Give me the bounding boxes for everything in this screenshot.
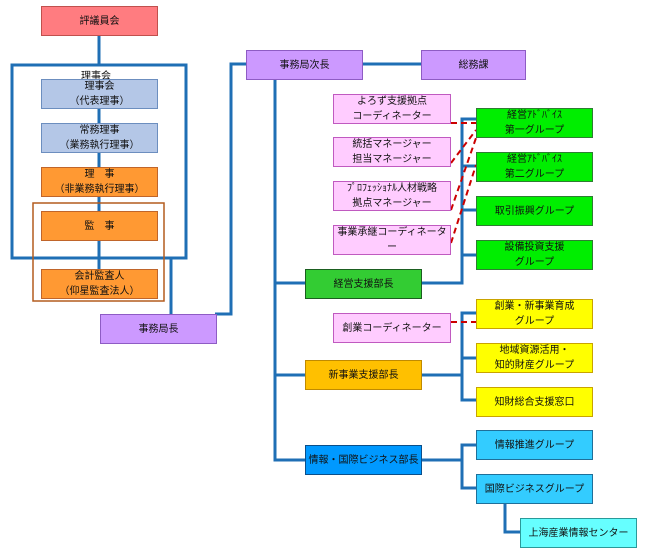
group-box[interactable]: 経営ｱﾄﾞﾊﾞｲｽ 第一グループ [476,108,593,138]
group-box[interactable]: 取引振興グループ [476,196,593,226]
line-deputy-trunk [273,78,305,462]
group-box[interactable]: 情報推進グループ [476,430,593,460]
sub-unit-box[interactable]: 上海産業情報センター [520,518,637,548]
department-box[interactable]: 情報・国際ビジネス部長 [305,445,422,475]
secretary-general-box[interactable]: 事務局長 [100,314,217,344]
line-group-subunit [503,501,520,534]
general-affairs-box[interactable]: 総務課 [421,50,526,80]
board-group-label: 理事会 [81,71,111,82]
auditor-box[interactable]: 監 事 [41,211,158,241]
audit-frame [32,202,165,302]
department-box[interactable]: 新事業支援部長 [305,360,422,390]
group-box[interactable]: 設備投資支援 グループ [476,240,593,270]
coordinator-box[interactable]: 創業コーディネーター [333,313,451,343]
council-box[interactable]: 評議員会 [41,6,158,36]
group-box[interactable]: 経営ｱﾄﾞﾊﾞｲｽ 第二グループ [476,152,593,182]
directors-box[interactable]: 理 事 （非業務執行理事） [41,167,158,197]
coordinator-box[interactable]: よろず支援拠点 コーディネーター [333,94,451,124]
executive-director-box[interactable]: 常務理事 （業務執行理事） [41,123,158,153]
board-chair-box[interactable]: 理事会 （代表理事） [41,79,158,109]
coordinator-box[interactable]: ﾌﾟﾛﾌｪｯｼｮﾅﾙ人材戦略 拠点マネージャー [333,181,451,211]
dotted-link [450,164,477,244]
coordinator-box[interactable]: 事業承継コーディネーター [333,225,451,255]
line-dept1-groups [394,117,476,285]
accounting-auditor-box[interactable]: 会計監査人 （仰星監査法人） [41,269,158,299]
department-box[interactable]: 経営支援部長 [305,269,422,299]
dotted-link [450,129,477,164]
deputy-secretary-general-box[interactable]: 事務局次長 [246,50,363,80]
line-secretary-deputy [215,62,277,316]
dotted-link [450,137,477,211]
group-box[interactable]: 創業・新事業育成 グループ [476,299,593,329]
group-box[interactable]: 国際ビジネスグループ [476,474,593,504]
group-box[interactable]: 知財総合支援窓口 [476,387,593,417]
group-box[interactable]: 地域資源活用・ 知的財産グループ [476,343,593,373]
coordinator-box[interactable]: 統括マネージャー 担当マネージャー [333,137,451,167]
